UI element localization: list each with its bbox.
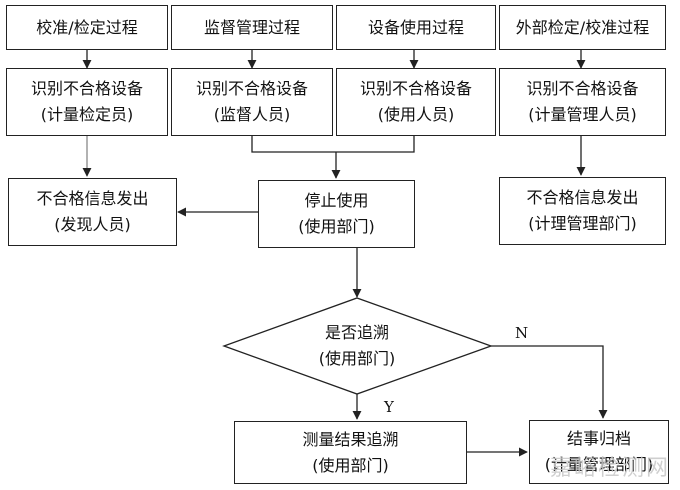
info-left-line1: 不合格信息发出 <box>36 189 149 208</box>
merge-line <box>251 136 415 153</box>
identify-box-1: 识别不合格设备 (计量检定员) <box>6 68 168 136</box>
trace-line1: 测量结果追溯 <box>302 429 399 449</box>
process-external-label: 外部检定/校准过程 <box>515 17 650 37</box>
process-calibration: 校准/检定过程 <box>6 5 168 50</box>
info-right-box: 不合格信息发出 (计理管理部门) <box>499 177 666 245</box>
decision-label: 是否追溯 (使用部门) <box>270 320 444 372</box>
identify-1-line1: 识别不合格设备 <box>30 79 143 98</box>
trace-box: 测量结果追溯 (使用部门) <box>234 421 467 484</box>
archive-line1: 结事归档 <box>566 429 631 448</box>
identify-3-line1: 识别不合格设备 <box>359 79 472 98</box>
identify-1-line2: (计量检定员) <box>40 105 134 124</box>
stop-use-line2: (使用部门) <box>298 217 375 236</box>
arrow-decision-archive <box>491 345 608 419</box>
decision-line2: (使用部门) <box>318 349 396 368</box>
process-usage: 设备使用过程 <box>336 5 496 50</box>
decision-line1: 是否追溯 <box>324 323 389 342</box>
process-usage-label: 设备使用过程 <box>367 17 464 37</box>
archive-line2: (计量管理部门) <box>544 455 654 474</box>
info-right-line1: 不合格信息发出 <box>526 188 639 207</box>
stop-use-box: 停止使用 (使用部门) <box>258 180 415 248</box>
branch-no-label: N <box>515 324 529 342</box>
identify-2-line1: 识别不合格设备 <box>195 79 308 98</box>
trace-line2: (使用部门) <box>312 455 389 475</box>
info-left-line2: (发现人员) <box>54 215 131 234</box>
identify-2-line2: (监督人员) <box>213 105 291 124</box>
identify-box-2: 识别不合格设备 (监督人员) <box>171 68 333 136</box>
branch-yes-label: Y <box>384 398 394 416</box>
process-external: 外部检定/校准过程 <box>499 5 666 50</box>
process-calibration-label: 校准/检定过程 <box>36 17 138 37</box>
identify-box-4: 识别不合格设备 (计量管理人员) <box>499 68 666 136</box>
process-supervision-label: 监督管理过程 <box>203 17 300 37</box>
identify-box-3: 识别不合格设备 (使用人员) <box>336 68 496 136</box>
info-right-line2: (计理管理部门) <box>528 214 637 233</box>
stop-use-line1: 停止使用 <box>304 191 369 210</box>
info-left-box: 不合格信息发出 (发现人员) <box>8 178 177 246</box>
identify-4-line2: (计量管理人员) <box>528 105 637 124</box>
watermark-logo: 嘉峪检测网 <box>549 456 670 481</box>
identify-4-line1: 识别不合格设备 <box>526 79 639 98</box>
identify-3-line2: (使用人员) <box>377 105 455 124</box>
archive-box: 结事归档 (计量管理部门) <box>529 420 669 484</box>
process-supervision: 监督管理过程 <box>171 5 333 50</box>
